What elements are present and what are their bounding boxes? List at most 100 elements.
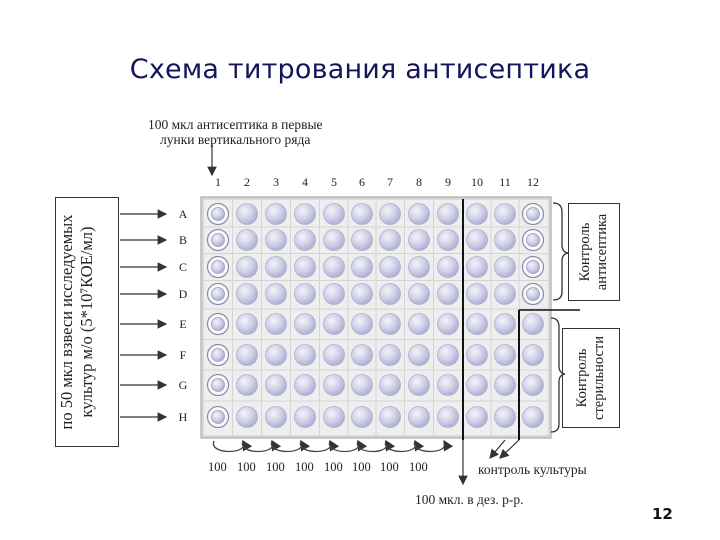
well-B6 [351,229,373,251]
transfer-volume-label: 100 [237,460,256,474]
row-label-E: E [179,317,186,331]
well-C6 [351,256,373,278]
slide-title: Схема титрования антисептика [129,54,591,85]
well-H8 [408,406,430,428]
well-D4 [294,283,316,305]
sterility-control-box [562,328,620,428]
well-F6 [351,344,373,366]
antiseptic-control-brace [552,202,569,301]
well-A6 [351,203,373,225]
well-B4 [294,229,316,251]
transfer-volume-label: 100 [208,460,227,474]
well-F12 [522,344,544,366]
well-H7 [379,406,401,428]
well-E2 [236,313,258,335]
well-D2 [236,283,258,305]
well-E3 [265,313,287,335]
well-inner-H1 [211,410,225,424]
transfer-volume-label: 100 [266,460,285,474]
well-F8 [408,344,430,366]
well-B10 [466,229,488,251]
well-inner-A1 [211,207,225,221]
well-G5 [323,374,345,396]
well-A7 [379,203,401,225]
well-H3 [265,406,287,428]
well-G3 [265,374,287,396]
well-A4 [294,203,316,225]
well-C4 [294,256,316,278]
row-label-A: A [179,207,188,221]
well-F10 [466,344,488,366]
well-inner-D12 [526,287,540,301]
well-G7 [379,374,401,396]
well-E6 [351,313,373,335]
transfer-volume-label: 100 [324,460,343,474]
well-F9 [437,344,459,366]
transfer-volume-label: 100 [409,460,428,474]
well-G9 [437,374,459,396]
culture-control-arrow-2 [499,439,520,459]
column-label-2: 2 [244,175,250,189]
well-E9 [437,313,459,335]
well-B11 [494,229,516,251]
column-label-12: 12 [527,175,539,189]
well-C10 [466,256,488,278]
well-H12 [522,406,544,428]
column-label-9: 9 [445,175,451,189]
well-C11 [494,256,516,278]
column-label-6: 6 [359,175,365,189]
inoculum-label-box [55,197,119,447]
transfer-arrow [385,439,425,453]
well-A9 [437,203,459,225]
row-label-F: F [180,348,187,362]
antiseptic-control-box [568,203,620,301]
well-B8 [408,229,430,251]
well-inner-C1 [211,260,225,274]
well-B5 [323,229,345,251]
well-G12 [522,374,544,396]
well-F3 [265,344,287,366]
well-inner-B1 [211,233,225,247]
well-C9 [437,256,459,278]
well-G6 [351,374,373,396]
transfer-arrow [356,439,396,453]
well-F4 [294,344,316,366]
well-H11 [494,406,516,428]
well-H5 [323,406,345,428]
well-G4 [294,374,316,396]
transfer-arrow [242,439,282,453]
well-E11 [494,313,516,335]
column-label-4: 4 [302,175,308,189]
well-C7 [379,256,401,278]
sterility-control-brace [550,317,566,433]
well-C2 [236,256,258,278]
discard-note: 100 мкл. в дез. р-р. [415,492,524,507]
row-label-B: B [179,233,187,247]
top-note-line-2: лунки вертикального ряда [160,132,311,147]
well-G10 [466,374,488,396]
well-D7 [379,283,401,305]
column-label-5: 5 [331,175,337,189]
well-inner-A12 [526,207,540,221]
transfer-volume-label: 100 [352,460,371,474]
well-A2 [236,203,258,225]
well-B9 [437,229,459,251]
transfer-arrow [328,439,368,453]
well-E5 [323,313,345,335]
culture-control-arrow-1 [489,439,506,459]
row-label-G: G [179,378,188,392]
well-D11 [494,283,516,305]
well-H4 [294,406,316,428]
well-F11 [494,344,516,366]
well-D8 [408,283,430,305]
well-G11 [494,374,516,396]
well-C8 [408,256,430,278]
well-inner-E1 [211,317,225,331]
well-E7 [379,313,401,335]
row-label-D: D [179,287,188,301]
well-A10 [466,203,488,225]
well-D3 [265,283,287,305]
well-C5 [323,256,345,278]
transfer-arrow [271,439,311,453]
